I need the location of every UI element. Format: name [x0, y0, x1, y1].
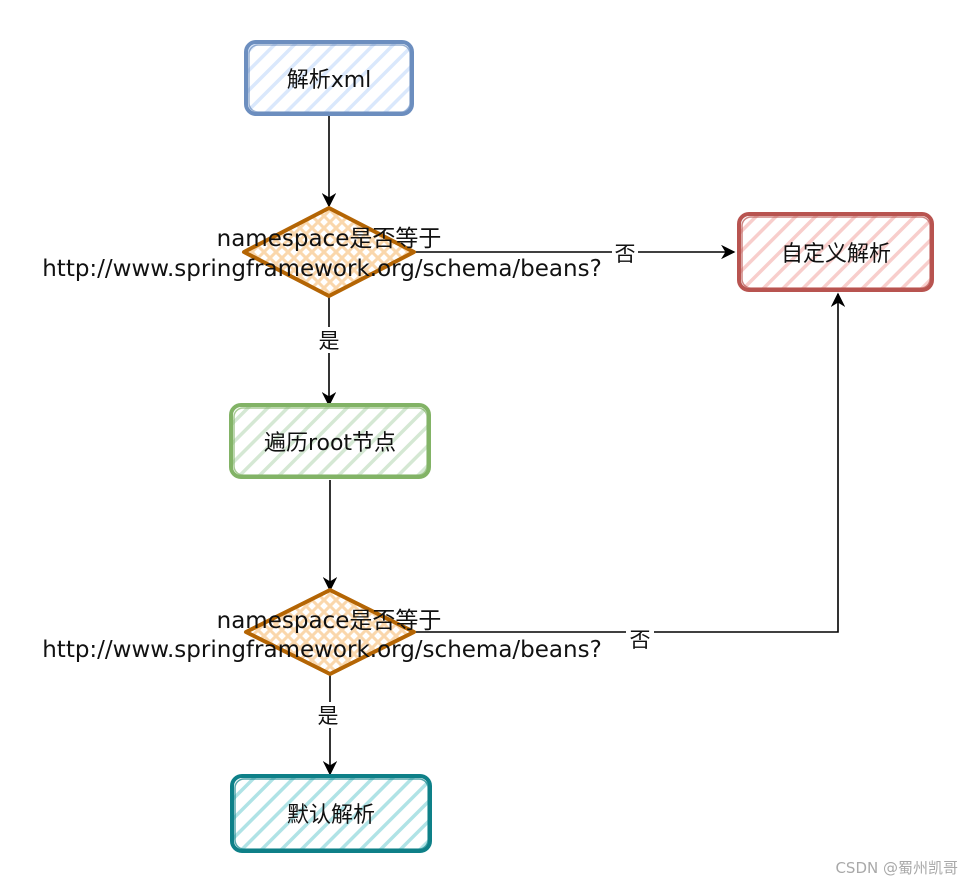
node-default-parse-label: 默认解析 [287, 803, 375, 828]
edge-label-no-1: 否 [615, 242, 636, 266]
edge-label-yes-1: 是 [319, 329, 340, 353]
edge-label-yes-2: 是 [318, 704, 339, 728]
edge-label-bg [612, 240, 638, 266]
node-custom-parse-label: 自定义解析 [781, 242, 891, 267]
node-check-namespace-2: namespace是否等于 http://www.springframework… [42, 588, 602, 676]
node-check-namespace-1-line1: namespace是否等于 [217, 226, 442, 252]
edge-label-bg [315, 327, 343, 353]
node-default-parse: 默认解析 [230, 774, 432, 853]
node-parse-xml-label: 解析xml [287, 68, 372, 93]
node-check-namespace-2-line1: namespace是否等于 [217, 608, 442, 634]
node-check-namespace-1-line2: http://www.springframework.org/schema/be… [42, 256, 602, 282]
watermark: CSDN @蜀州凯哥 [835, 859, 958, 877]
node-parse-xml: 解析xml [244, 40, 414, 116]
edge-check2-no-to-custom [414, 292, 846, 633]
edge-label-bg [315, 702, 343, 728]
edge-label-no-2: 否 [630, 628, 651, 652]
node-check-namespace-1: namespace是否等于 http://www.springframework… [42, 206, 602, 298]
node-check-namespace-2-line2: http://www.springframework.org/schema/be… [42, 637, 602, 663]
node-custom-parse: 自定义解析 [737, 212, 934, 292]
node-traverse-root: 遍历root节点 [229, 403, 431, 479]
node-traverse-root-label: 遍历root节点 [264, 431, 396, 456]
edge-label-bg [626, 626, 654, 652]
